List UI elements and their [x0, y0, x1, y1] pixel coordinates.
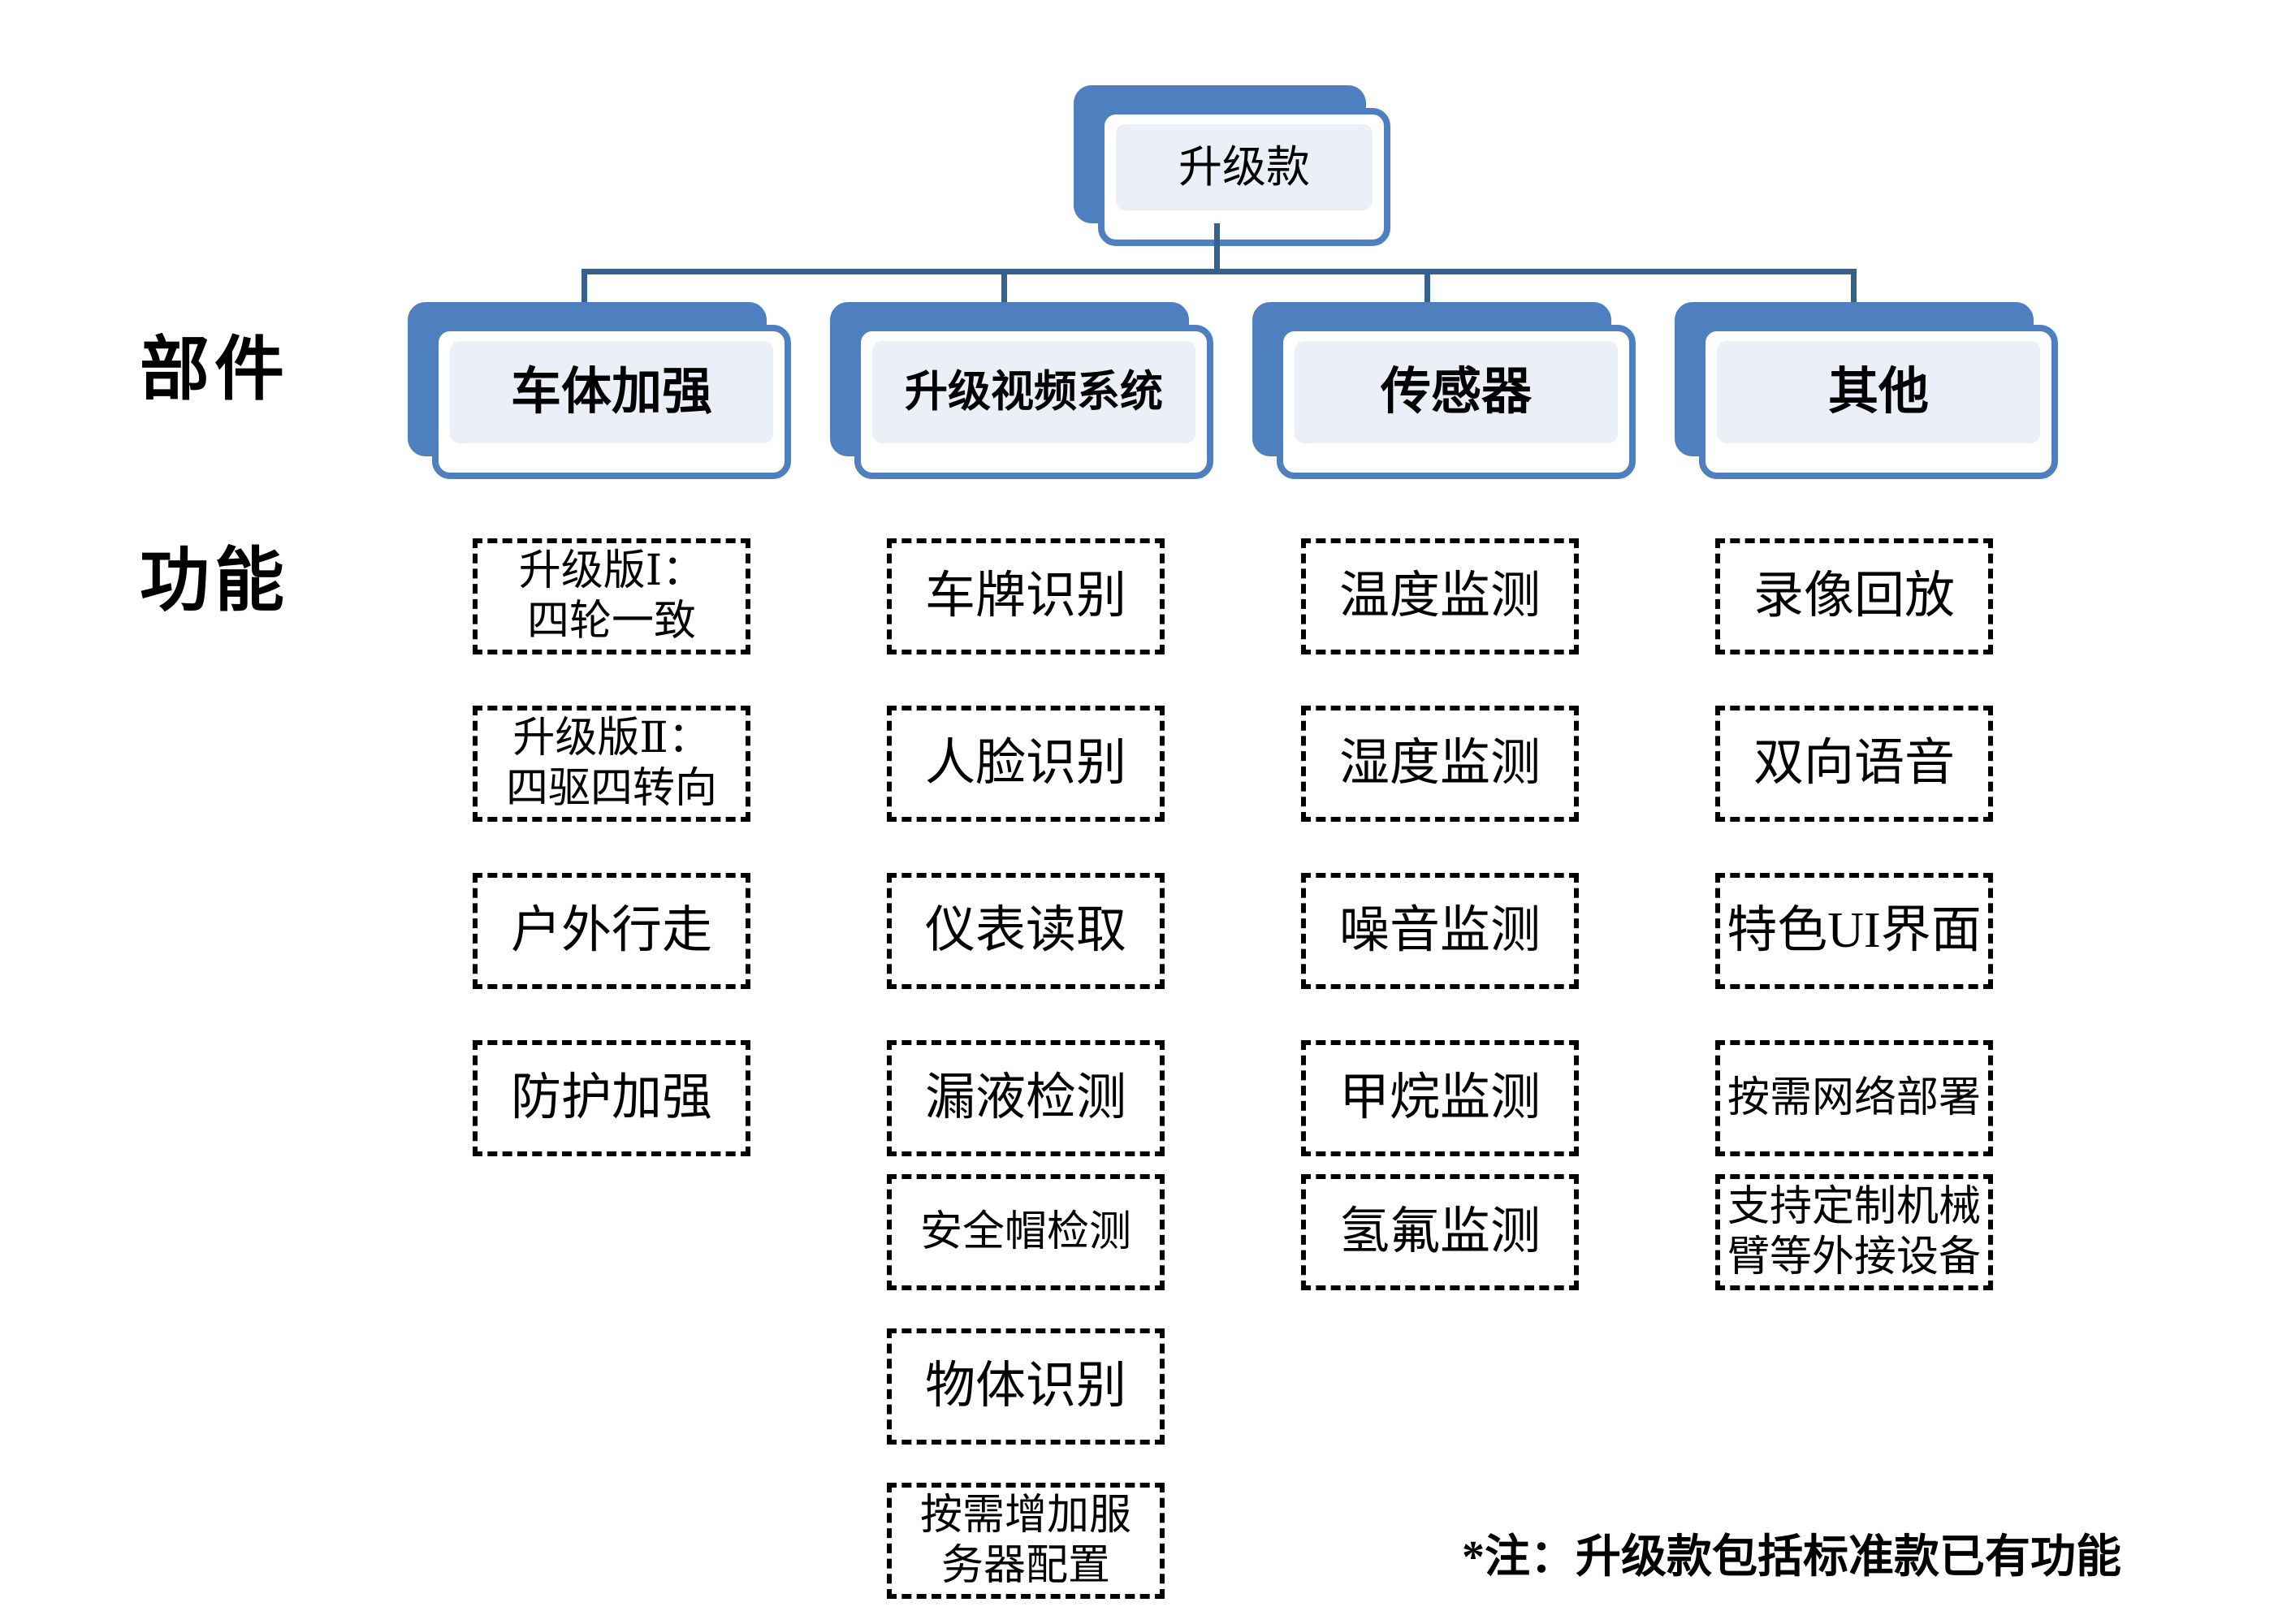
function-box-label: 特色UI界面 — [1727, 902, 1982, 958]
connector-root-stem — [1214, 223, 1220, 274]
function-box-label: 噪音监测 — [1338, 902, 1541, 958]
function-box[interactable]: 人脸识别 — [887, 706, 1165, 822]
component-card-3[interactable]: 传感器 — [1252, 302, 1636, 479]
function-box-label: 按需增加服 务器配置 — [919, 1492, 1131, 1589]
function-box[interactable]: 特色UI界面 — [1715, 873, 1993, 989]
function-box-label: 车牌识别 — [924, 568, 1126, 624]
function-box[interactable]: 仪表读取 — [887, 873, 1165, 989]
root-node-label: 升级款 — [1178, 143, 1310, 192]
component-card-2[interactable]: 升级视频系统 — [830, 302, 1213, 479]
function-box[interactable]: 升级版Ⅰ： 四轮一致 — [473, 538, 750, 654]
component-card-4[interactable]: 其他 — [1675, 302, 2058, 479]
component-card-1[interactable]: 车体加强 — [408, 302, 791, 479]
function-box-label: 升级版Ⅱ： 四驱四转向 — [505, 715, 717, 812]
footnote-text: *注：升级款包括标准款已有功能 — [1462, 1532, 2121, 1583]
component-card-front-layer — [854, 325, 1213, 479]
component-card-front-layer — [432, 325, 791, 479]
component-card-inner-panel — [1295, 341, 1618, 443]
function-box-label: 双向语音 — [1753, 735, 1955, 791]
function-box-label: 物体识别 — [924, 1358, 1126, 1414]
root-card-front-layer — [1098, 108, 1390, 246]
function-box-label: 仪表读取 — [924, 902, 1126, 958]
connector-drop-1 — [581, 269, 587, 308]
root-card-inner-panel — [1116, 124, 1373, 210]
function-box[interactable]: 安全帽检测 — [887, 1174, 1165, 1290]
function-box-label: 录像回放 — [1753, 568, 1955, 624]
function-box-label: 安全帽检测 — [919, 1208, 1131, 1255]
function-box-label: 漏液检测 — [924, 1069, 1126, 1125]
function-box-label: 人脸识别 — [924, 735, 1126, 791]
function-box[interactable]: 录像回放 — [1715, 538, 1993, 654]
component-card-inner-panel — [872, 341, 1195, 443]
row-label-components: 部件 — [140, 330, 289, 408]
function-box-label: 温度监测 — [1338, 568, 1541, 624]
function-box[interactable]: 湿度监测 — [1301, 706, 1579, 822]
component-card-label: 传感器 — [1380, 365, 1532, 420]
function-box[interactable]: 物体识别 — [887, 1328, 1165, 1445]
connector-drop-4 — [1851, 269, 1857, 308]
function-box[interactable]: 温度监测 — [1301, 538, 1579, 654]
function-box-label: 户外行走 — [510, 902, 712, 958]
function-box[interactable]: 防护加强 — [473, 1040, 750, 1156]
function-box[interactable]: 漏液检测 — [887, 1040, 1165, 1156]
function-box[interactable]: 按需网络部署 — [1715, 1040, 1993, 1156]
component-card-label: 其他 — [1827, 365, 1929, 420]
row-label-functions: 功能 — [140, 542, 289, 620]
function-box-label: 甲烷监测 — [1338, 1069, 1541, 1125]
function-box[interactable]: 升级版Ⅱ： 四驱四转向 — [473, 706, 750, 822]
function-box-label: 氢氟监测 — [1338, 1203, 1541, 1259]
function-box-label: 支持定制机械 臂等外接设备 — [1727, 1184, 1981, 1281]
function-box[interactable]: 噪音监测 — [1301, 873, 1579, 989]
connector-horizontal-bus — [581, 269, 1857, 274]
function-box[interactable]: 氢氟监测 — [1301, 1174, 1579, 1290]
function-box[interactable]: 支持定制机械 臂等外接设备 — [1715, 1174, 1993, 1290]
function-box-label: 防护加强 — [510, 1069, 712, 1125]
function-box-label: 按需网络部署 — [1727, 1074, 1981, 1121]
root-node-card[interactable]: 升级款 — [1074, 85, 1390, 246]
component-card-inner-panel — [450, 341, 773, 443]
component-card-label: 升级视频系统 — [905, 368, 1163, 416]
function-box[interactable]: 按需增加服 务器配置 — [887, 1483, 1165, 1599]
component-card-front-layer — [1277, 325, 1636, 479]
component-card-inner-panel — [1717, 341, 2040, 443]
function-box[interactable]: 车牌识别 — [887, 538, 1165, 654]
function-box-label: 湿度监测 — [1338, 735, 1541, 791]
function-box[interactable]: 户外行走 — [473, 873, 750, 989]
component-card-front-layer — [1699, 325, 2058, 479]
connector-drop-3 — [1424, 269, 1430, 308]
function-box-label: 升级版Ⅰ： 四轮一致 — [518, 548, 705, 645]
function-box[interactable]: 甲烷监测 — [1301, 1040, 1579, 1156]
connector-drop-2 — [1001, 269, 1007, 308]
component-card-label: 车体加强 — [510, 365, 712, 420]
function-box[interactable]: 双向语音 — [1715, 706, 1993, 822]
